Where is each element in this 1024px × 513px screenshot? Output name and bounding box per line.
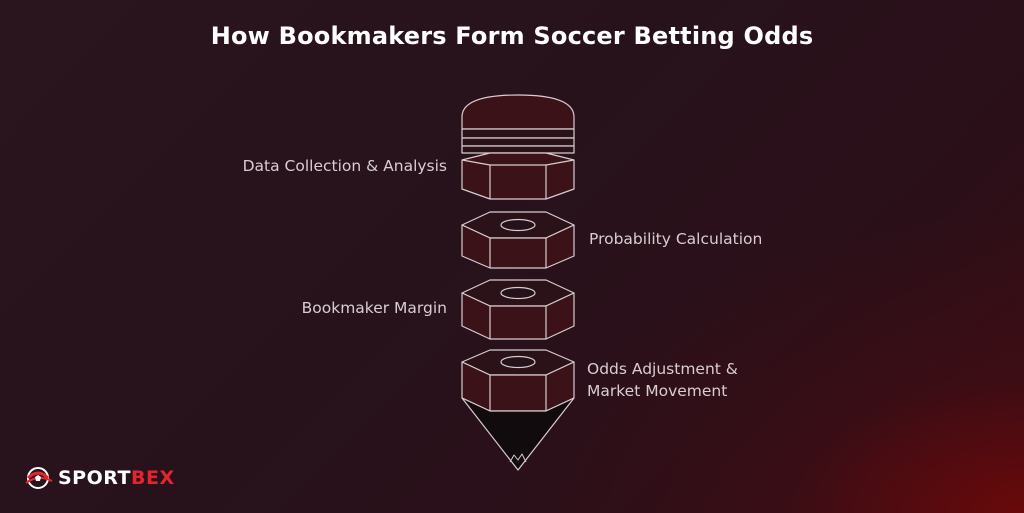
step-2-label: Probability Calculation <box>589 230 763 248</box>
logo-word-sport: SPORT <box>58 467 131 489</box>
step-4-label-line-2: Market Movement <box>587 382 728 400</box>
step-4-label: Odds Adjustment & Market Movement <box>587 358 787 402</box>
step-4-shape <box>461 349 575 471</box>
step-3-shape <box>461 279 575 340</box>
step-3-label: Bookmaker Margin <box>301 299 447 317</box>
step-2-shape <box>461 211 575 269</box>
sportbex-logo: SPORTBEX <box>24 465 175 491</box>
step-1-label: Data Collection & Analysis <box>242 157 447 175</box>
logo-word-bex: BEX <box>131 467 175 489</box>
step-1-shape <box>461 94 575 200</box>
soccer-ball-icon <box>25 467 53 489</box>
step-4-label-line-1: Odds Adjustment & <box>587 360 738 378</box>
logo-wordmark: SPORTBEX <box>58 467 175 489</box>
page-title: How Bookmakers Form Soccer Betting Odds <box>210 22 814 50</box>
